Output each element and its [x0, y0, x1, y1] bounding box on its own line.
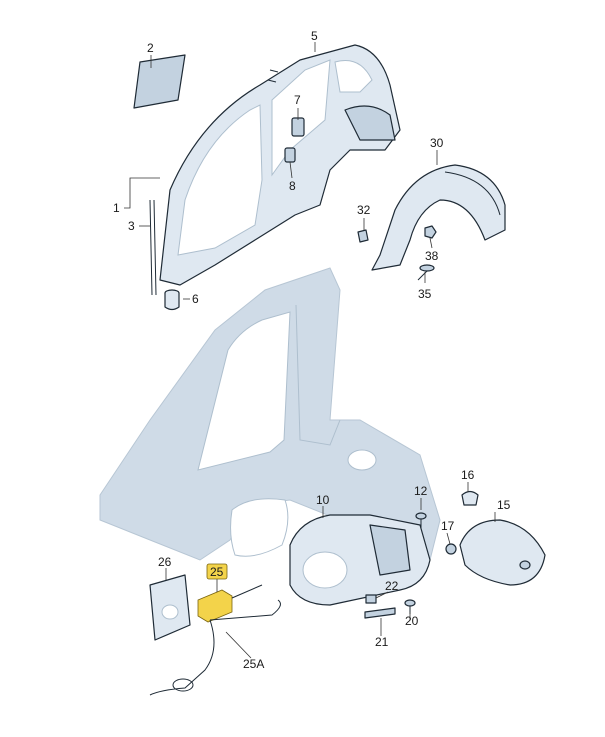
label-3: 3	[128, 219, 135, 233]
part-3-strip	[149, 199, 157, 296]
part-8-bracket	[284, 147, 296, 163]
label-22: 22	[385, 579, 399, 593]
part-21-pin	[364, 607, 396, 619]
door-opening	[177, 104, 263, 256]
label-32: 32	[357, 203, 371, 217]
rear-window-glass	[197, 311, 291, 471]
part-labels: 2 5 1 3 6 7 8 30 32 38 35 10 12 16 15 17…	[113, 29, 511, 671]
cable-loop	[172, 678, 194, 692]
part-25-actuator	[197, 584, 263, 623]
part-15-fuel-flap	[459, 519, 546, 586]
label-25: 25	[210, 565, 224, 579]
label-20: 20	[405, 614, 419, 628]
label-8: 8	[289, 179, 296, 193]
label-15: 15	[497, 498, 511, 512]
part-2-panel	[133, 54, 186, 109]
label-17: 17	[441, 519, 455, 533]
label-21: 21	[375, 635, 389, 649]
label-7: 7	[294, 93, 301, 107]
tail-lamp-glass	[347, 449, 377, 471]
part-32-clip	[357, 229, 369, 243]
part-38-nut	[424, 225, 437, 239]
car-silhouette	[99, 267, 441, 561]
label-12: 12	[414, 484, 428, 498]
label-25a: 25A	[243, 657, 264, 671]
leader-lines	[124, 42, 496, 659]
label-6: 6	[192, 292, 199, 306]
part-17-clip	[445, 543, 457, 555]
label-16: 16	[461, 468, 475, 482]
part-12-screw	[415, 512, 427, 528]
label-35: 35	[418, 287, 432, 301]
part-6-sleeve	[164, 289, 180, 311]
label-38: 38	[425, 249, 439, 263]
label-2: 2	[147, 41, 154, 55]
part-26-bracket	[149, 574, 191, 641]
part-30-wheel-arch-liner	[371, 164, 506, 271]
label-1: 1	[113, 201, 120, 215]
part-10-filler-housing	[289, 514, 431, 606]
side-panel-frame	[159, 44, 401, 286]
label-26: 26	[158, 555, 172, 569]
part-16-bumper	[461, 490, 479, 506]
part-20-screw	[404, 599, 416, 614]
part-35-screw	[417, 264, 435, 281]
label-5: 5	[311, 29, 318, 43]
part-25a-cable	[149, 599, 281, 696]
label-30: 30	[430, 136, 444, 150]
label-25-highlight	[206, 563, 228, 580]
part-7-bracket	[291, 117, 305, 137]
label-10: 10	[316, 493, 330, 507]
part-22-bush	[365, 594, 377, 604]
quarter-window-opening	[334, 60, 373, 93]
fuel-flap-opening	[230, 498, 289, 557]
